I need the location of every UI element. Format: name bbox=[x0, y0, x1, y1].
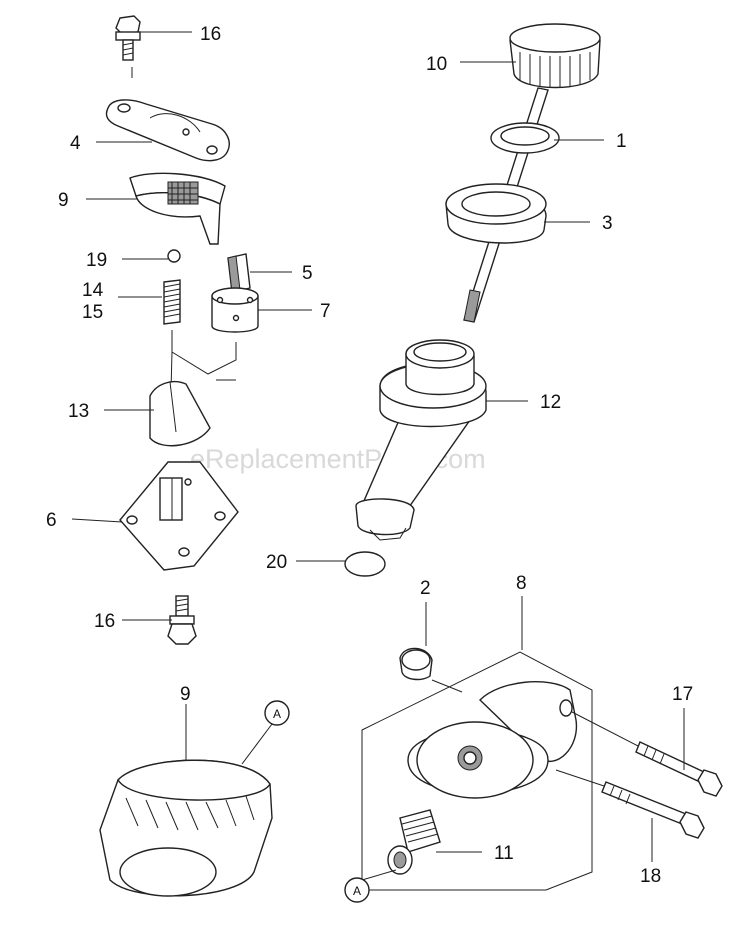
callout-20: 20 bbox=[266, 552, 287, 573]
callout-3: 3 bbox=[602, 213, 613, 234]
oil-filter-9 bbox=[99, 759, 273, 897]
callout-10: 10 bbox=[426, 54, 447, 75]
o-ring-20 bbox=[344, 551, 386, 577]
callout-7: 7 bbox=[320, 301, 331, 322]
callout-1: 1 bbox=[616, 131, 627, 152]
reference-marker-a-top: A bbox=[264, 700, 290, 726]
dipstick-cap-10 bbox=[509, 23, 601, 89]
spring-14-15 bbox=[163, 279, 181, 325]
bolt-17 bbox=[635, 741, 723, 797]
o-ring-1 bbox=[490, 122, 560, 154]
assembly-line bbox=[171, 330, 237, 375]
callout-13: 13 bbox=[68, 401, 89, 422]
reference-marker-a-bottom: A bbox=[344, 877, 370, 903]
plate-4 bbox=[105, 99, 230, 162]
callout-6: 6 bbox=[46, 510, 57, 531]
callout-19: 19 bbox=[86, 250, 107, 271]
reference-marker-a-top-label: A bbox=[273, 707, 281, 721]
callout-17: 17 bbox=[672, 684, 693, 705]
fitting-11 bbox=[387, 809, 441, 875]
bolt-18 bbox=[601, 781, 705, 839]
screen-9 bbox=[129, 172, 226, 245]
callout-14: 14 bbox=[82, 280, 104, 301]
nipple-2 bbox=[399, 647, 433, 681]
bolt-16-top bbox=[115, 15, 141, 78]
duct-13 bbox=[149, 380, 211, 447]
callout-4: 4 bbox=[70, 133, 81, 154]
callout-15: 15 bbox=[82, 302, 103, 323]
ball-19 bbox=[167, 249, 181, 263]
callout-16-bottom: 16 bbox=[94, 611, 115, 632]
rotor-7 bbox=[211, 287, 259, 333]
fill-tube-12 bbox=[355, 339, 487, 541]
filter-adapter-8 bbox=[361, 651, 593, 891]
reference-marker-a-bottom-label: A bbox=[353, 884, 361, 898]
callout-18: 18 bbox=[640, 866, 661, 887]
callout-16-top: 16 bbox=[200, 24, 221, 45]
callout-2: 2 bbox=[420, 578, 431, 599]
callout-9-filter: 9 bbox=[180, 684, 191, 705]
rotor-shaft-5 bbox=[227, 253, 251, 293]
bolt-16-bottom bbox=[167, 595, 197, 645]
callout-11: 11 bbox=[494, 843, 514, 864]
bolt-guide-lines bbox=[555, 711, 639, 787]
callout-9-screen: 9 bbox=[58, 190, 69, 211]
cover-plate-6 bbox=[119, 461, 239, 571]
callout-12: 12 bbox=[540, 392, 561, 413]
seal-3 bbox=[445, 183, 547, 244]
callout-8: 8 bbox=[516, 573, 527, 594]
leader-lines bbox=[71, 31, 685, 881]
callout-5: 5 bbox=[302, 263, 313, 284]
